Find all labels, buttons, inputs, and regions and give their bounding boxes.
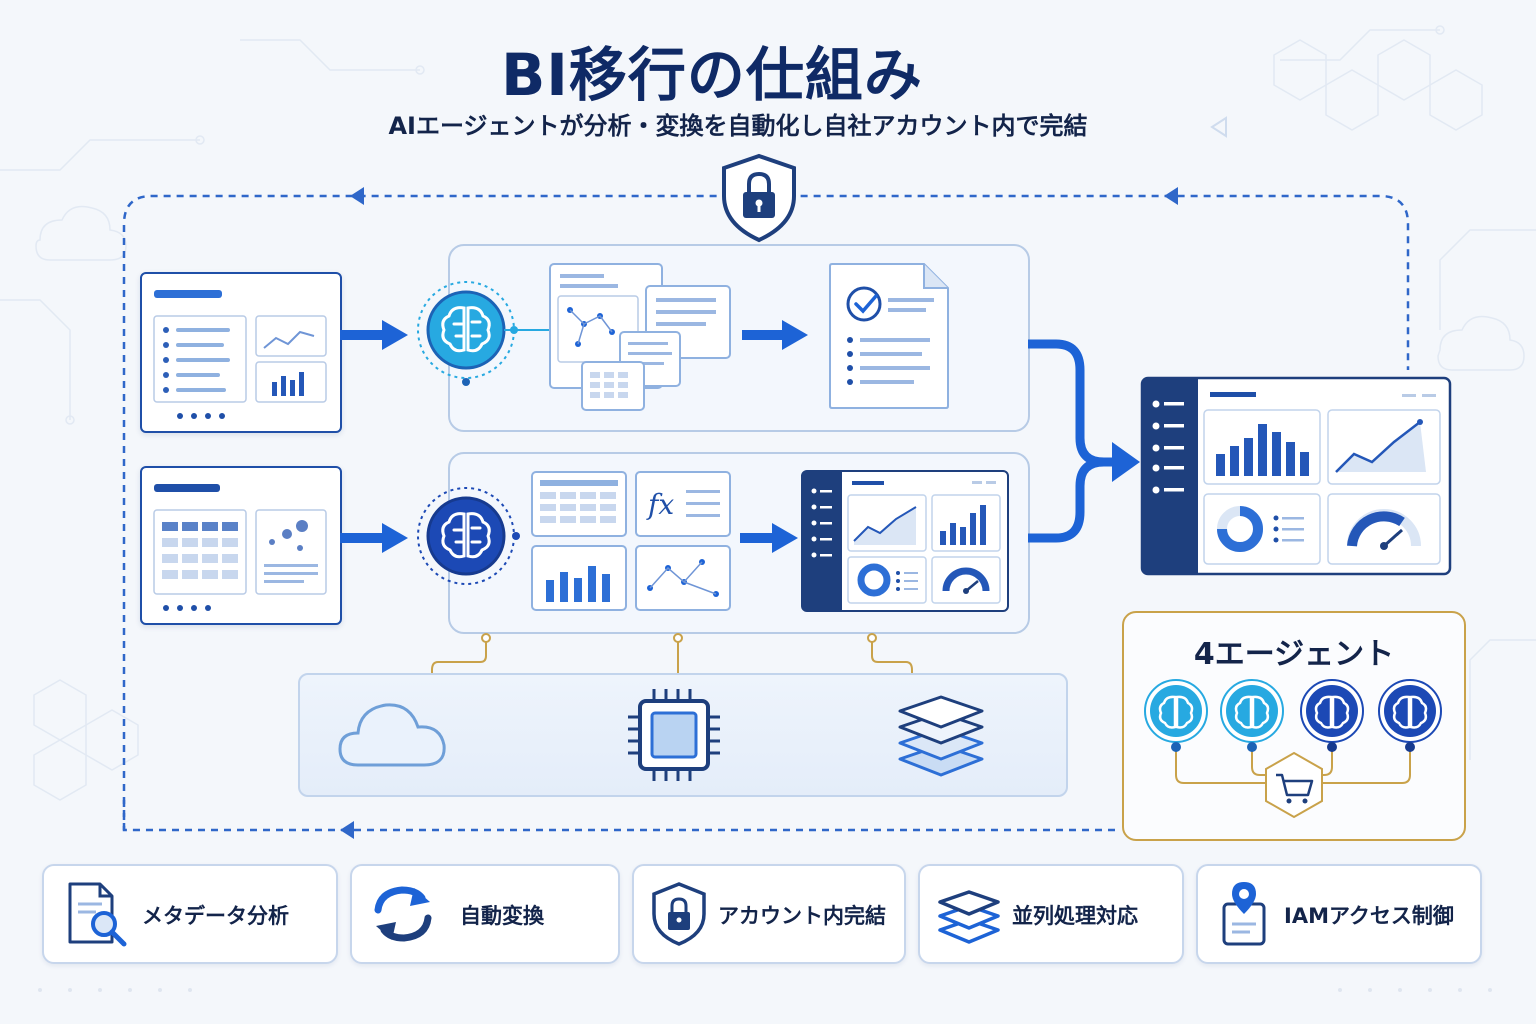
feature-label: メタデータ分析 (142, 904, 289, 928)
svg-text:fx: fx (646, 488, 674, 521)
source-report-1-graphic (153, 290, 327, 419)
merge-connector-arrow (1028, 339, 1140, 543)
agents-network-graphic (1144, 679, 1442, 819)
security-shield-icon (722, 153, 796, 243)
converted-dashboard (801, 470, 1009, 612)
four-agents-panel: 4エージェント (1122, 611, 1466, 841)
cloud-icon (338, 703, 446, 767)
shield-lock-icon (652, 882, 706, 946)
feature-card-iam-access-control: IAMアクセス制御 (1196, 864, 1482, 964)
feature-label: アカウント内完結 (718, 904, 886, 928)
conversion-agent-brain-icon (417, 487, 520, 585)
source-report-panel (140, 272, 342, 433)
metadata-analysis-documents (549, 263, 731, 411)
feature-card-auto-conversion: 自動変換 (350, 864, 620, 964)
conversion-artifacts-grid: fx (531, 471, 731, 611)
page-subtitle: AIエージェントが分析・変換を自動化し自社アカウント内で完結 (388, 112, 1088, 140)
feature-card-parallel-processing: 並列処理対応 (918, 864, 1184, 964)
flow-arrow-source-1 (340, 320, 408, 350)
document-search-icon (68, 882, 127, 947)
flow-arrow-conversion (740, 523, 798, 553)
target-bi-dashboard (1140, 376, 1452, 576)
flow-arrow-analysis (742, 320, 808, 350)
infrastructure-strip (298, 673, 1068, 797)
chip-icon (628, 689, 720, 781)
feature-card-in-account: アカウント内完結 (632, 864, 906, 964)
analysis-agent-brain-icon (417, 281, 550, 386)
id-badge-icon (1222, 882, 1266, 946)
flow-arrow-source-2 (340, 523, 408, 553)
feature-label: 自動変換 (460, 904, 544, 928)
feature-card-metadata-analysis: メタデータ分析 (42, 864, 338, 964)
agents-title: 4エージェント (1193, 637, 1395, 672)
feature-label: 並列処理対応 (1012, 904, 1138, 928)
validated-report-document (829, 263, 949, 409)
layers-icon (898, 695, 984, 777)
feature-label: IAMアクセス制御 (1284, 904, 1454, 928)
layers-icon (938, 890, 1000, 944)
source-report-panel (140, 466, 342, 625)
page-title: BI移行の仕組み (501, 41, 923, 109)
source-report-2-graphic (153, 484, 327, 611)
refresh-arrows-icon (374, 886, 432, 942)
